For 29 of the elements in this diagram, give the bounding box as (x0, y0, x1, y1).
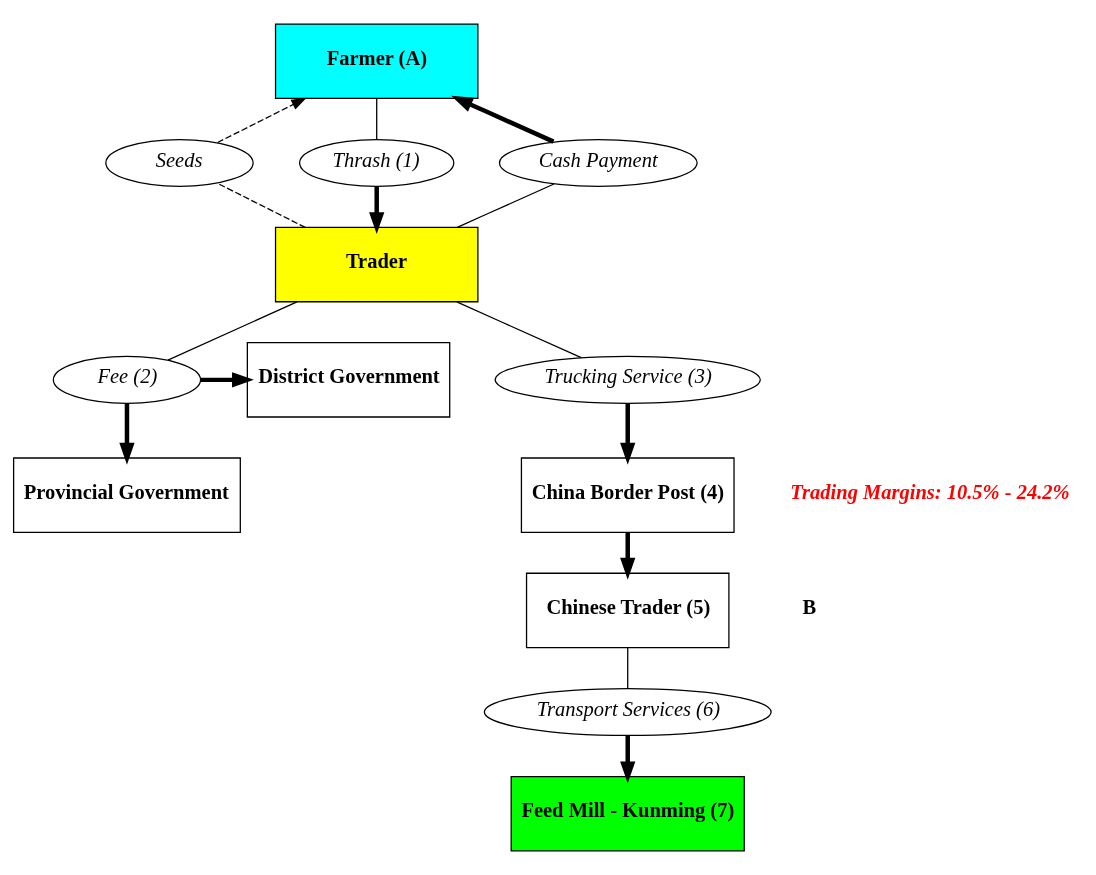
node-box: District Government (246, 342, 451, 418)
connector (167, 301, 298, 361)
label: B (802, 595, 817, 618)
connector (627, 647, 629, 689)
node-ellipse: Thrash (1) (298, 138, 455, 187)
arrow (620, 735, 636, 784)
arrow (451, 95, 555, 144)
label: Trading Margins: 10.5% - 24.2% (790, 480, 1070, 503)
node-box: China Border Post (4) (520, 457, 735, 533)
node-box: Farmer (A) (274, 23, 479, 100)
connector (456, 301, 582, 359)
arrow (620, 532, 636, 580)
node-ellipse: Trucking Service (3) (494, 355, 761, 404)
node-box: Trader (274, 226, 479, 303)
connector (216, 182, 306, 229)
node-ellipse: Transport Services (6) (483, 688, 772, 737)
arrow (200, 372, 254, 388)
node-box: Chinese Trader (5) (525, 572, 730, 649)
node-ellipse: Seeds (105, 138, 254, 187)
arrow (217, 97, 307, 144)
connector (376, 98, 378, 140)
node-ellipse: Fee (2) (52, 355, 202, 404)
node-box: Feed Mill - Kunming (7) (510, 775, 745, 852)
connector (456, 183, 555, 228)
node-ellipse: Cash Payment (498, 138, 698, 187)
arrow (369, 186, 385, 235)
arrow (620, 403, 636, 465)
node-box: Provincial Government (12, 457, 241, 533)
arrow (119, 403, 135, 465)
